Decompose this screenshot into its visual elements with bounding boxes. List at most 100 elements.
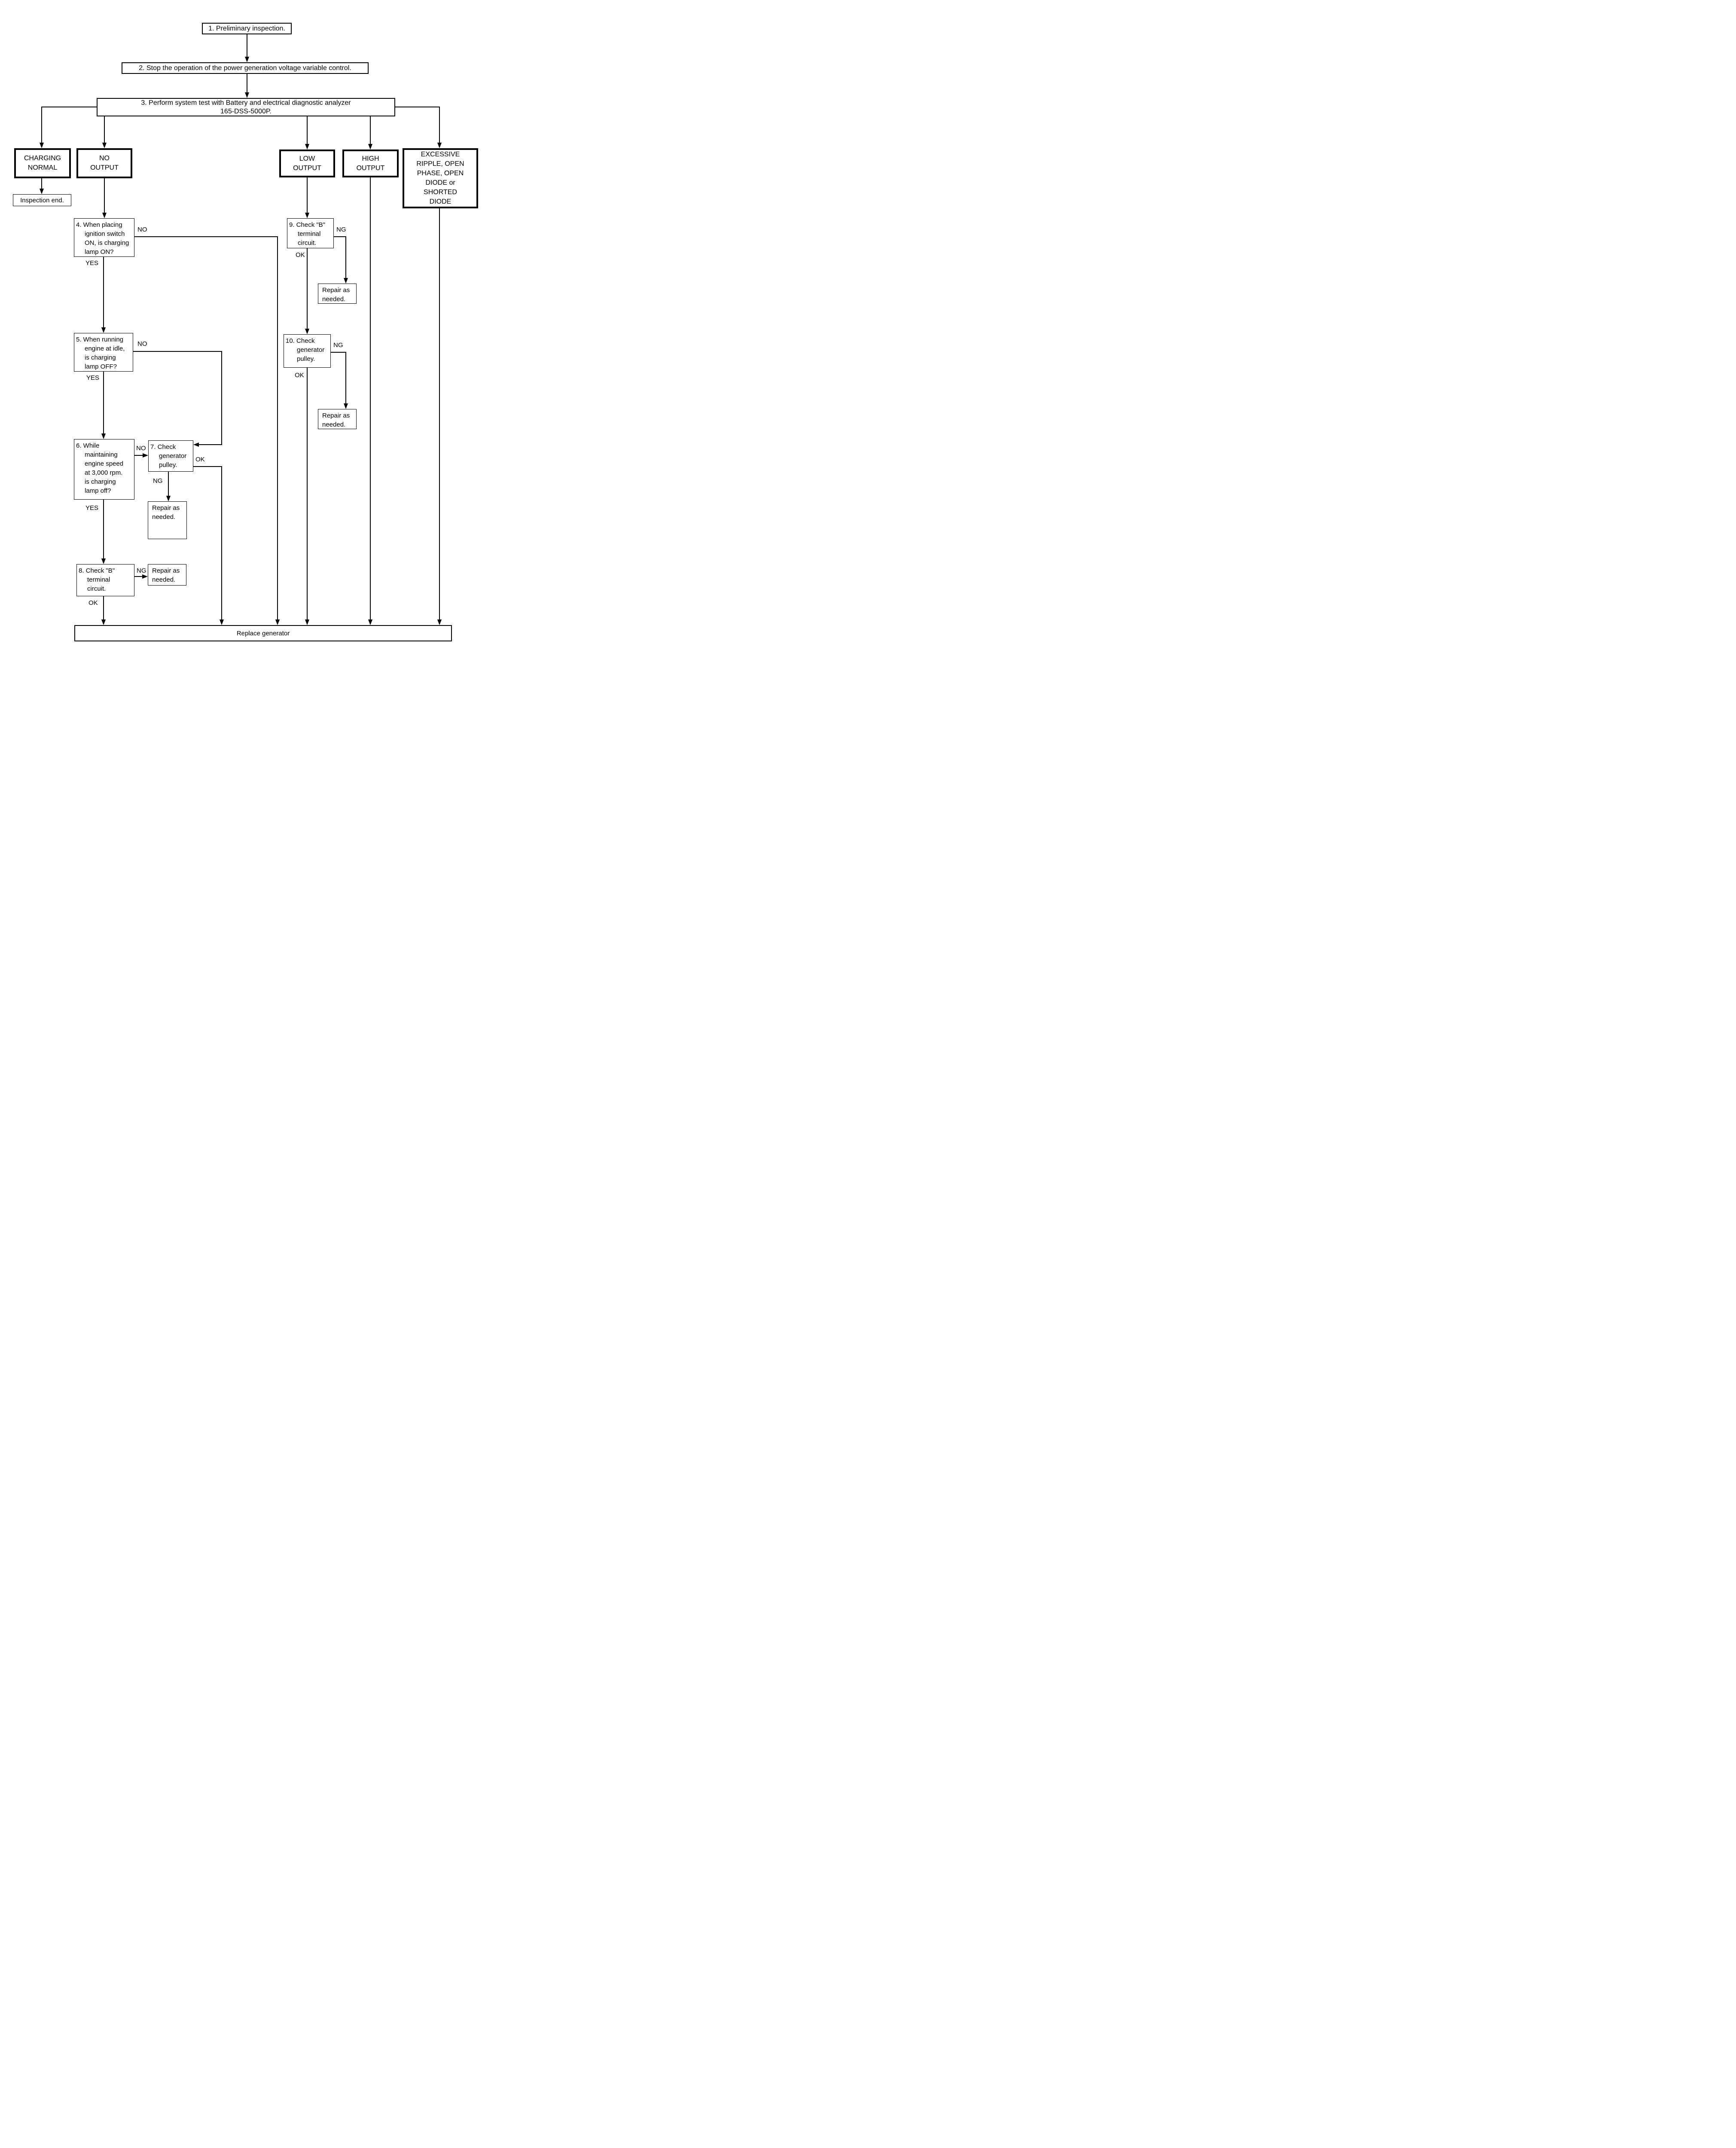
edge-step4-yes: [103, 257, 104, 328]
arrowhead-step7ok-into-bar: [220, 619, 224, 625]
inspection-end-label: Inspection end.: [20, 196, 64, 204]
edge-step5-no-into-step7: [198, 444, 222, 445]
label-ng-step8: NG: [137, 567, 146, 574]
node-result-excessive-ripple: EXCESSIVE RIPPLE, OPEN PHASE, OPEN DIODE…: [403, 148, 478, 208]
edge-nooutput-step4: [104, 178, 105, 213]
node-step-4: 4. When placing ignition switch ON, is c…: [74, 218, 134, 257]
edge-step3-lowoutput: [307, 116, 308, 144]
repair-8-label: Repair as needed.: [152, 567, 180, 583]
label-yes-step5: YES: [86, 374, 100, 381]
edge-charging-inspectionend: [41, 178, 42, 189]
label-no-step4: NO: [137, 226, 147, 233]
edge-step9-ng-v: [345, 236, 346, 278]
edge-step7-ok-h: [193, 466, 222, 467]
step-5-label: 5. When running engine at idle, is charg…: [76, 336, 125, 370]
node-step-9: 9. Check "B" terminal circuit.: [287, 218, 334, 248]
repair-9-label: Repair as needed.: [322, 287, 350, 303]
label-ng-step10: NG: [333, 342, 343, 349]
node-result-low-output: LOW OUTPUT: [279, 150, 335, 177]
arrowhead-into-excessive: [437, 143, 442, 148]
label-ok-step8: OK: [88, 599, 98, 607]
label-yes-step6: YES: [85, 504, 99, 512]
node-step-2: 2. Stop the operation of the power gener…: [122, 62, 369, 74]
edge-lowoutput-step9: [307, 177, 308, 213]
node-step-7: 7. Check generator pulley.: [148, 440, 193, 472]
node-result-no-output: NO OUTPUT: [76, 148, 132, 178]
arrowhead-excessive-into-bar: [437, 619, 442, 625]
excessive-ripple-label: EXCESSIVE RIPPLE, OPEN PHASE, OPEN DIODE…: [416, 151, 464, 205]
arrowhead-high-into-bar: [368, 619, 372, 625]
high-output-label: HIGH OUTPUT: [356, 155, 385, 172]
edge-step4-no-v: [277, 236, 278, 620]
label-yes-step4: YES: [85, 259, 99, 267]
node-step-8: 8. Check "B" terminal circuit.: [76, 564, 134, 596]
charging-diagnosis-flowchart: 1. Preliminary inspection. 2. Stop the o…: [0, 0, 497, 672]
label-ok-step9: OK: [296, 251, 305, 259]
node-replace-generator: Replace generator: [74, 625, 452, 641]
step-6-label: 6. While maintaining engine speed at 3,0…: [76, 442, 124, 494]
edge-step10-ng-h: [331, 352, 346, 353]
edge-step5-yes: [103, 372, 104, 434]
step-8-label: 8. Check "B" terminal circuit.: [79, 567, 115, 592]
step-10-label: 10. Check generator pulley.: [286, 337, 325, 363]
edge-step8-ok: [103, 596, 104, 620]
edge-step8-ng: [134, 576, 143, 577]
arrowhead-into-charging-normal: [40, 143, 44, 148]
arrowhead-into-repair8: [142, 574, 148, 579]
label-no-step6: NO: [136, 445, 146, 452]
arrowhead-step10ok-into-bar: [305, 619, 309, 625]
node-repair-8: Repair as needed.: [148, 564, 186, 586]
node-result-high-output: HIGH OUTPUT: [342, 150, 399, 177]
label-ng-step9: NG: [336, 226, 346, 233]
node-repair-7: Repair as needed.: [148, 501, 187, 539]
node-step-10: 10. Check generator pulley.: [284, 334, 331, 368]
arrowhead-into-repair9: [344, 278, 348, 284]
label-ng-step7: NG: [153, 477, 163, 485]
replace-generator-label: Replace generator: [236, 629, 290, 637]
edge-step5-no-h: [133, 351, 222, 352]
edge-step3-charging-v: [41, 107, 42, 143]
arrowhead-into-inspection-end: [40, 189, 44, 194]
label-ok-step7: OK: [195, 456, 205, 463]
step-4-label: 4. When placing ignition switch ON, is c…: [76, 221, 129, 256]
arrowhead-into-step7-right: [193, 442, 199, 447]
label-no-step5: NO: [137, 340, 147, 348]
edge-step7-ok-v: [221, 466, 222, 620]
node-step-5: 5. When running engine at idle, is charg…: [74, 333, 133, 372]
arrowhead-into-step9: [305, 213, 309, 218]
low-output-label: LOW OUTPUT: [293, 155, 321, 172]
step-7-label: 7. Check generator pulley.: [150, 443, 187, 469]
edge-step10-ok: [307, 368, 308, 620]
step-3-label: 3. Perform system test with Battery and …: [141, 99, 351, 115]
node-result-charging-normal: CHARGING NORMAL: [14, 148, 71, 178]
arrowhead-step8ok-into-bar: [101, 619, 106, 625]
arrowhead-into-no-output: [102, 143, 107, 148]
step-9-label: 9. Check "B" terminal circuit.: [289, 221, 326, 247]
arrowhead-into-step8: [101, 558, 106, 564]
edge-step6-no: [134, 455, 143, 456]
node-step-1: 1. Preliminary inspection.: [202, 23, 292, 34]
repair-7-label: Repair as needed.: [152, 504, 180, 521]
node-step-6: 6. While maintaining engine speed at 3,0…: [74, 439, 134, 500]
edge-step3-highoutput: [370, 116, 371, 144]
arrowhead-into-low-output: [305, 144, 309, 150]
step-2-label: 2. Stop the operation of the power gener…: [139, 64, 351, 72]
arrowhead-into-high-output: [368, 144, 372, 150]
node-repair-10: Repair as needed.: [318, 409, 357, 429]
node-repair-9: Repair as needed.: [318, 284, 357, 304]
edge-step5-no-v: [221, 351, 222, 445]
edge-step7-ng: [168, 472, 169, 496]
arrowhead-into-step2: [245, 57, 249, 62]
edge-step10-ng-v: [345, 352, 346, 404]
charging-normal-label: CHARGING NORMAL: [24, 155, 61, 171]
label-ok-step10: OK: [295, 372, 304, 379]
arrowhead-into-step6: [101, 433, 106, 439]
arrowhead-into-repair7: [166, 496, 171, 501]
edge-highoutput-bar: [370, 177, 371, 620]
arrowhead-into-repair10: [344, 403, 348, 409]
edge-step3-excessive-v: [439, 107, 440, 143]
arrowhead-into-step7-left: [143, 453, 148, 458]
edge-step9-ok: [307, 248, 308, 329]
arrowhead-into-step10: [305, 329, 309, 334]
edge-step3-nooutput: [104, 116, 105, 143]
